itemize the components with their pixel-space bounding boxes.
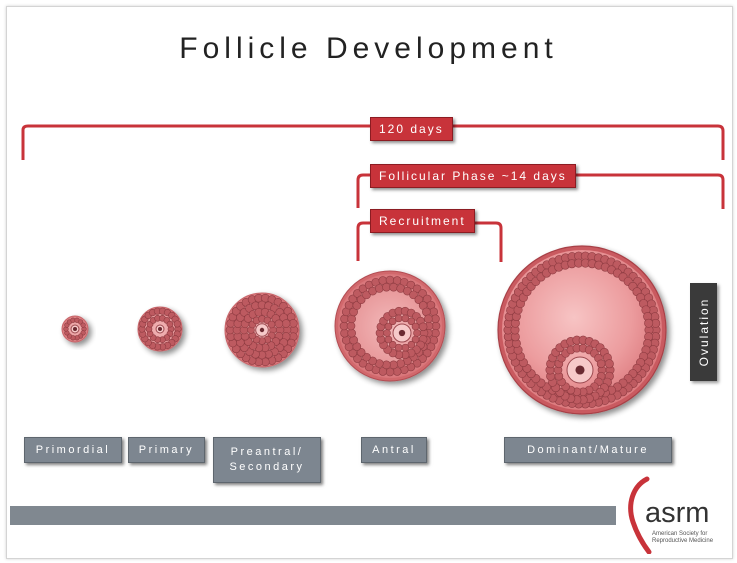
logo-tagline: American Society for Reproductive Medici… (652, 531, 714, 544)
logo-wordmark: asrm (645, 497, 710, 529)
follicle-antral (334, 270, 446, 382)
footer-bar (10, 506, 616, 525)
slide-title: Follicle Development (179, 32, 558, 65)
ovulation-text: Ovulation (696, 297, 711, 367)
stage-preantral-secondary: Preantral/ Secondary (213, 437, 321, 483)
stage-primordial: Primordial (24, 437, 122, 463)
stage-primary: Primary (128, 437, 205, 463)
asrm-logo: asrm American Society for Reproductive M… (625, 474, 725, 554)
logo-swoosh-icon (628, 476, 652, 554)
stage-antral: Antral (361, 437, 427, 463)
label-recruitment: Recruitment (370, 209, 475, 233)
follicle-primary (137, 306, 183, 352)
follicle-dominant (497, 245, 667, 415)
ovulation-label: Ovulation (690, 283, 717, 381)
follicle-primordial (61, 315, 89, 343)
label-120-days: 120 days (370, 117, 453, 141)
label-follicular-phase: Follicular Phase ~14 days (370, 164, 576, 188)
follicle-preantral (224, 292, 300, 368)
stage-dominant-mature: Dominant/Mature (504, 437, 672, 463)
follicles (61, 245, 667, 415)
